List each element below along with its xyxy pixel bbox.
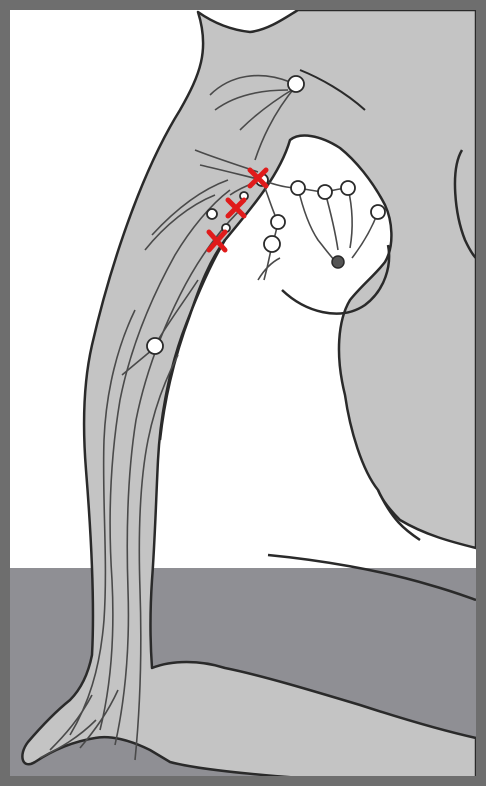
lymph-node [291, 181, 305, 195]
lymph-node [147, 338, 163, 354]
nipple [332, 256, 344, 268]
lymph-node [207, 209, 217, 219]
lymph-node [264, 236, 280, 252]
lymph-node [271, 215, 285, 229]
lymph-node [318, 185, 332, 199]
lymph-node [341, 181, 355, 195]
lymph-node [371, 205, 385, 219]
lymph-node [288, 76, 304, 92]
